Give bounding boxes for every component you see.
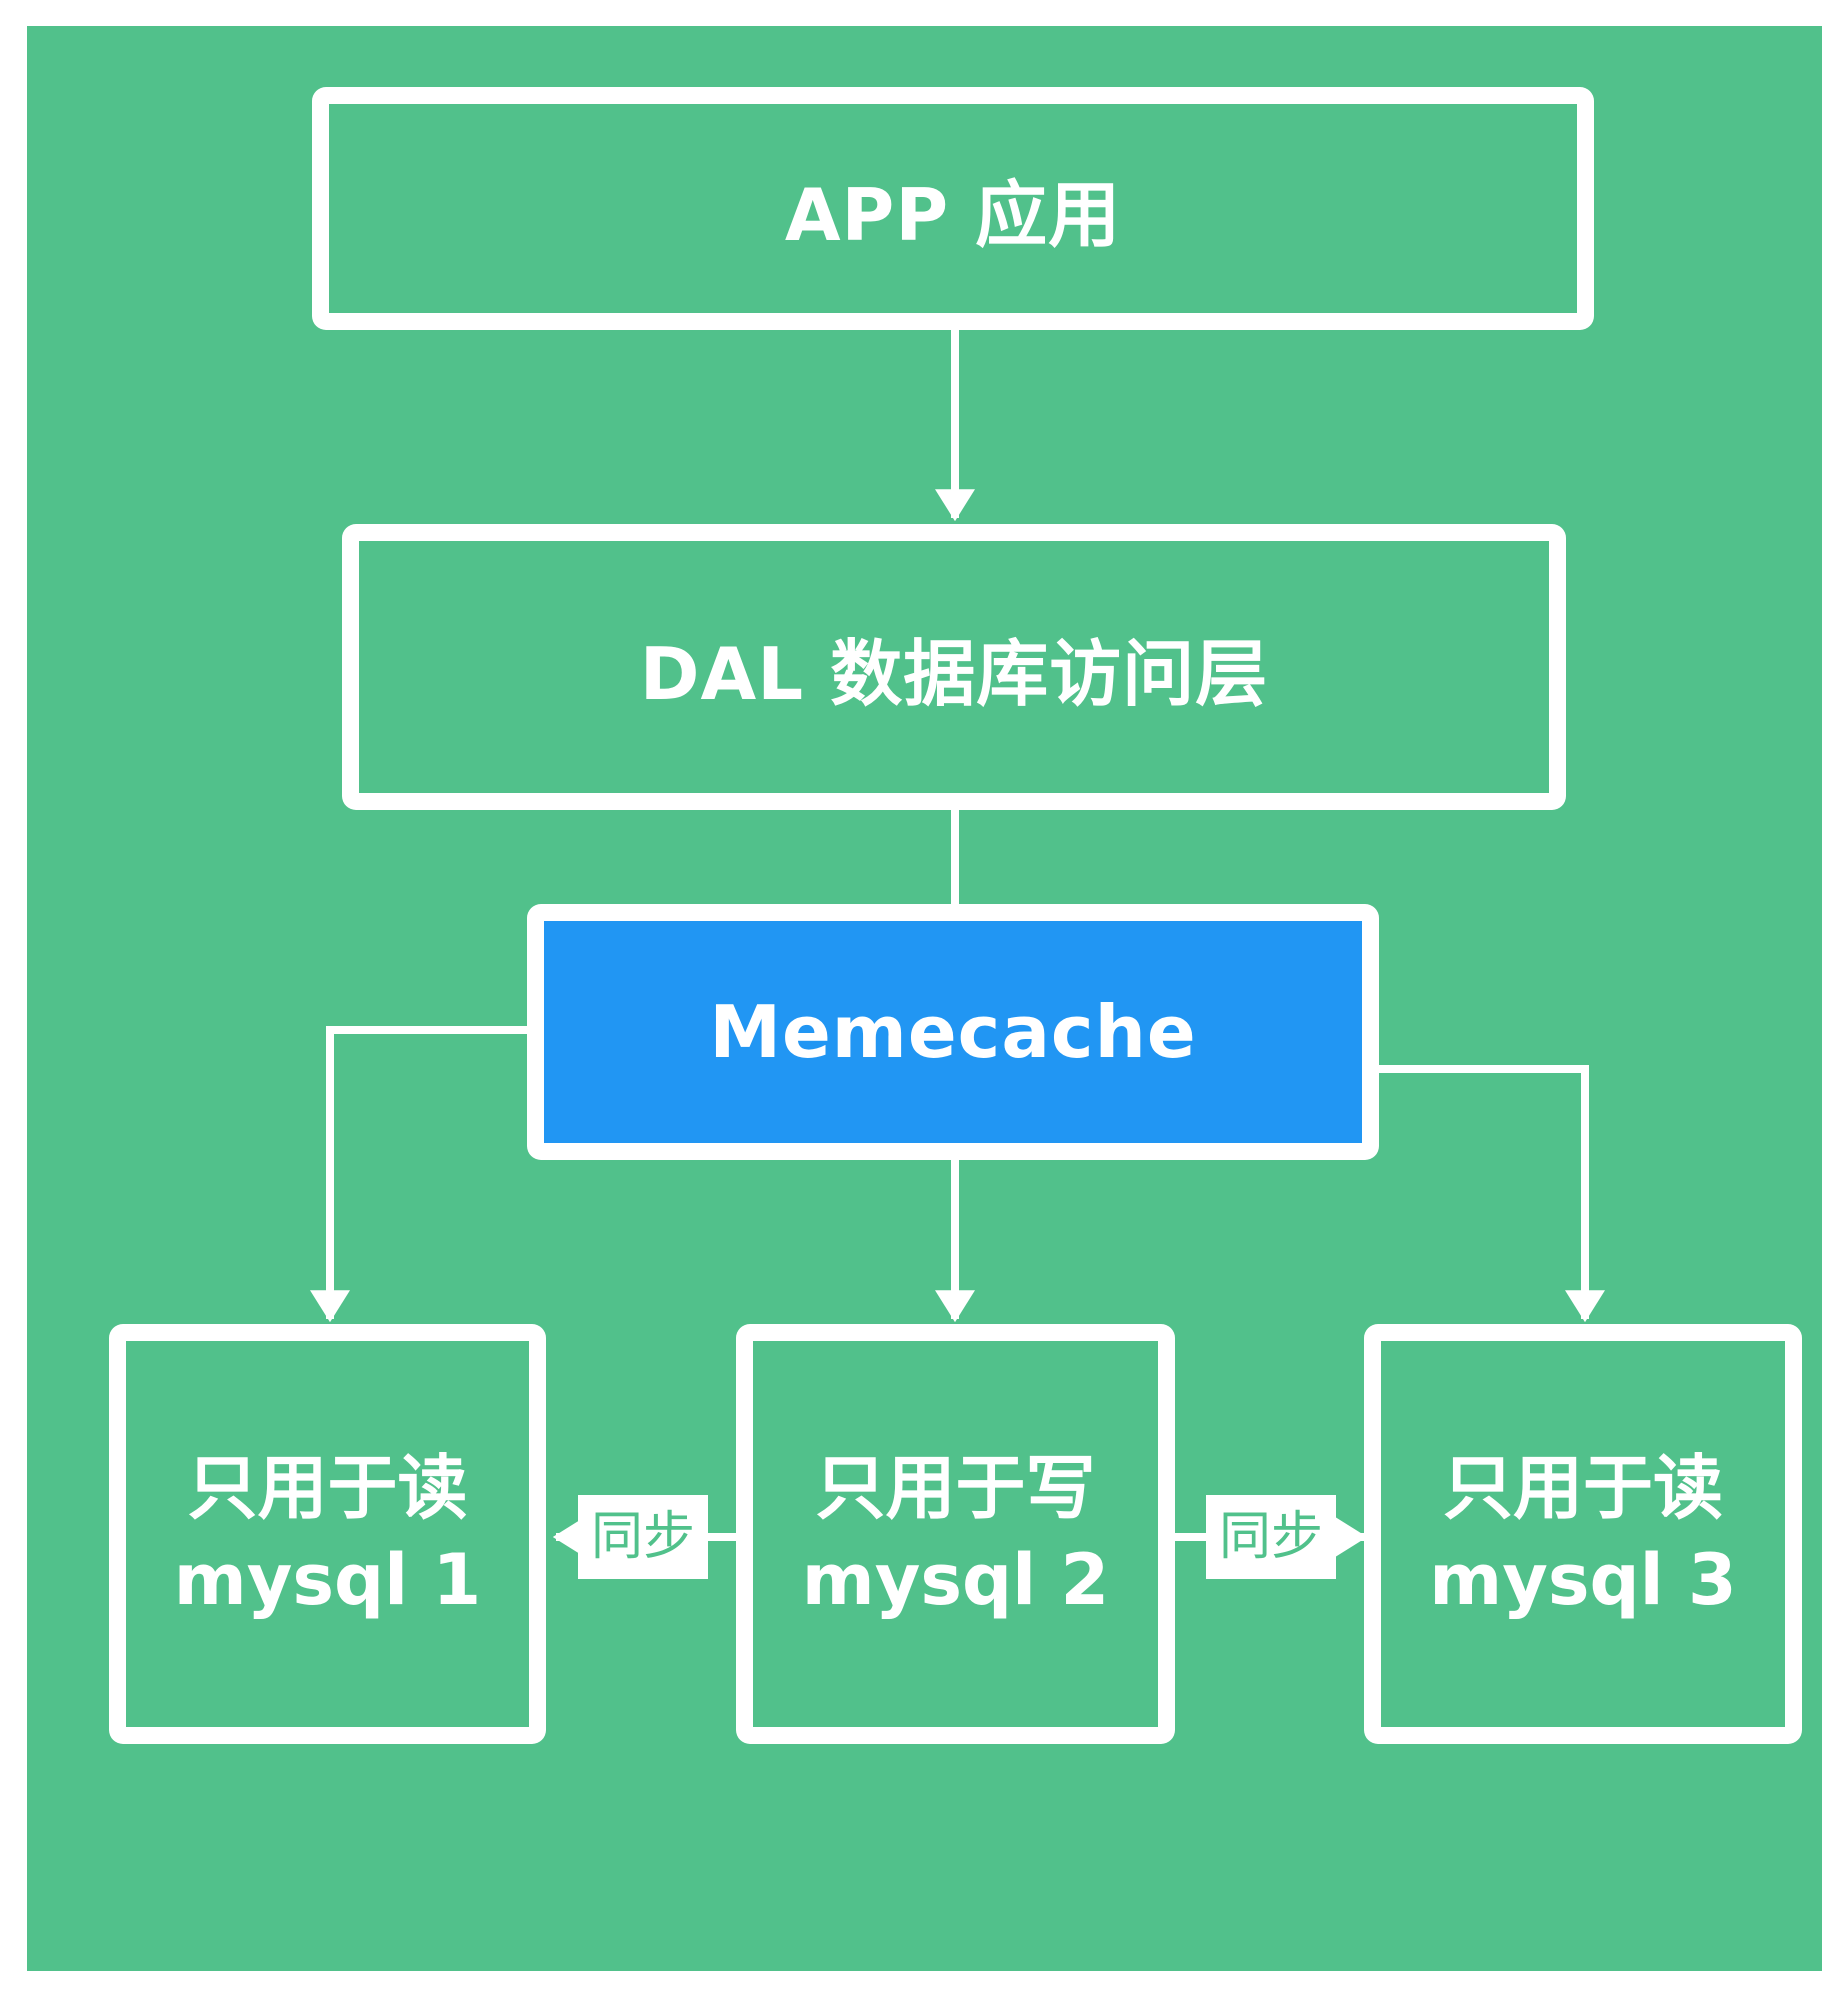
dal-node-label: DAL 数据库访问层 [639,631,1269,716]
mysql-2-node: 只用于写 mysql 2 [736,1324,1175,1744]
mysql-3-name: mysql 3 [1429,1539,1737,1621]
mysql-3-node: 只用于读 mysql 3 [1364,1324,1802,1744]
mysql-1-node: 只用于读 mysql 1 [109,1324,546,1744]
sync-label-left: 同步 [578,1495,708,1579]
mysql-3-role: 只用于读 [1443,1447,1723,1529]
sync-label-right: 同步 [1206,1495,1336,1579]
arrow-cache-to-mysql3 [1375,1065,1605,1323]
mysql-1-role: 只用于读 [187,1447,468,1529]
dal-node: DAL 数据库访问层 [342,524,1566,810]
memecache-node-label: Memecache [709,990,1197,1074]
arrow-cache-to-mysql1 [310,1026,531,1323]
app-node-label: APP 应用 [784,173,1122,257]
app-node: APP 应用 [312,87,1594,330]
mysql-2-role: 只用于写 [815,1447,1096,1529]
memecache-node: Memecache [527,904,1379,1160]
mysql-2-name: mysql 2 [801,1539,1110,1621]
mysql-1-name: mysql 1 [173,1539,482,1621]
